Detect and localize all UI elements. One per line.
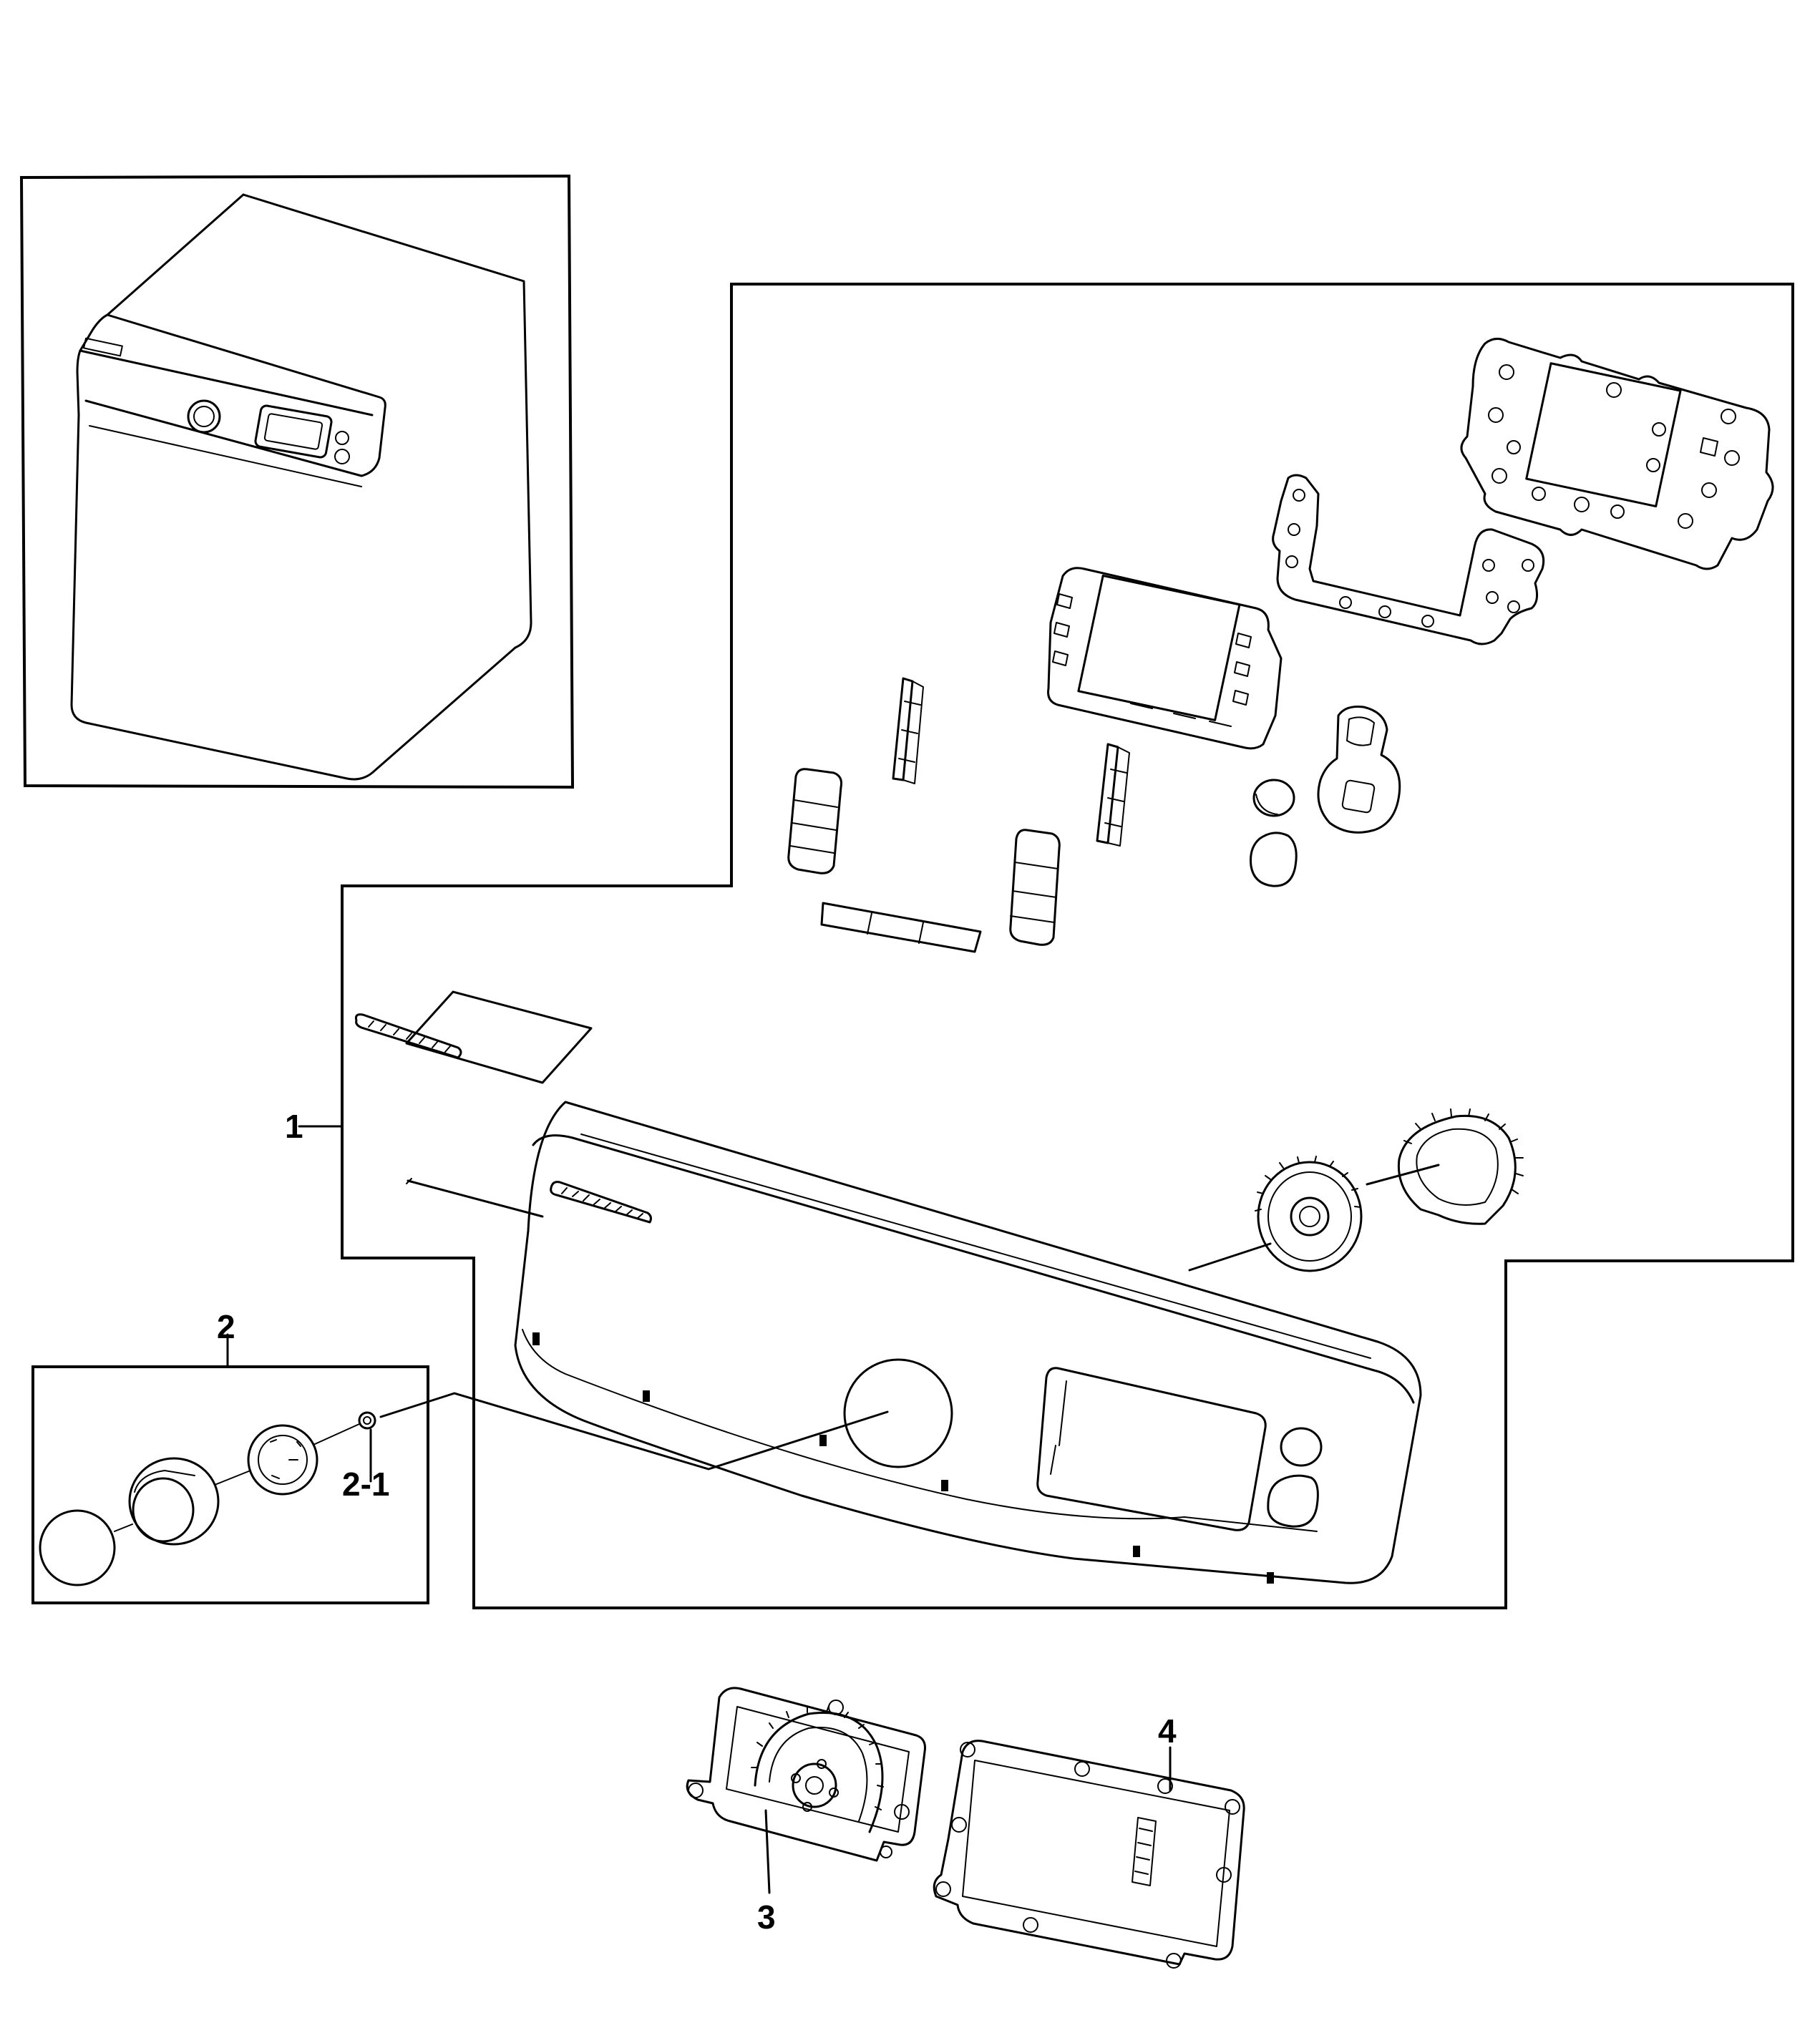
dryer-unit-icon bbox=[70, 193, 532, 781]
decal-sheet-group bbox=[354, 990, 593, 1218]
assembly-1-frame bbox=[341, 283, 1794, 1609]
button-icon bbox=[892, 677, 924, 784]
button-icon bbox=[787, 768, 842, 874]
base-frame-icon: 3 bbox=[686, 1687, 926, 1936]
pcb-frame-icon: 4 bbox=[933, 1712, 1245, 1969]
callout-4-label: 4 bbox=[1158, 1712, 1177, 1750]
pcb-board-icon bbox=[1460, 338, 1774, 570]
callout-2-label: 2 bbox=[217, 1308, 235, 1345]
button-pcb-icon bbox=[1272, 474, 1545, 645]
dryer-overview-group bbox=[19, 174, 575, 789]
knob-assembly-group: 2 2-1 bbox=[31, 1308, 429, 1604]
button-icon bbox=[1250, 832, 1298, 887]
knob-leader-lines bbox=[379, 1242, 1272, 1471]
button-icon bbox=[1009, 829, 1061, 946]
selector-dial-icon bbox=[1255, 1108, 1524, 1272]
callout-2-1-label: 2-1 bbox=[342, 1466, 389, 1503]
display-frame-icon bbox=[1047, 567, 1283, 750]
callout-1-label: 1 bbox=[285, 1108, 303, 1145]
control-panel-icon bbox=[514, 1101, 1422, 1584]
button-icon bbox=[820, 902, 982, 953]
button-icon bbox=[1096, 743, 1130, 847]
button-icon bbox=[1252, 779, 1295, 817]
callout-3-label: 3 bbox=[757, 1898, 776, 1936]
button-icon bbox=[1317, 706, 1401, 834]
dryer-overview-frame bbox=[19, 174, 575, 789]
callout-1: 1 bbox=[285, 1108, 344, 1145]
button-parts-group bbox=[787, 677, 1401, 953]
knob-assembly-frame bbox=[31, 1365, 429, 1604]
knob-assembly-icon: 2-1 bbox=[39, 1411, 389, 1586]
